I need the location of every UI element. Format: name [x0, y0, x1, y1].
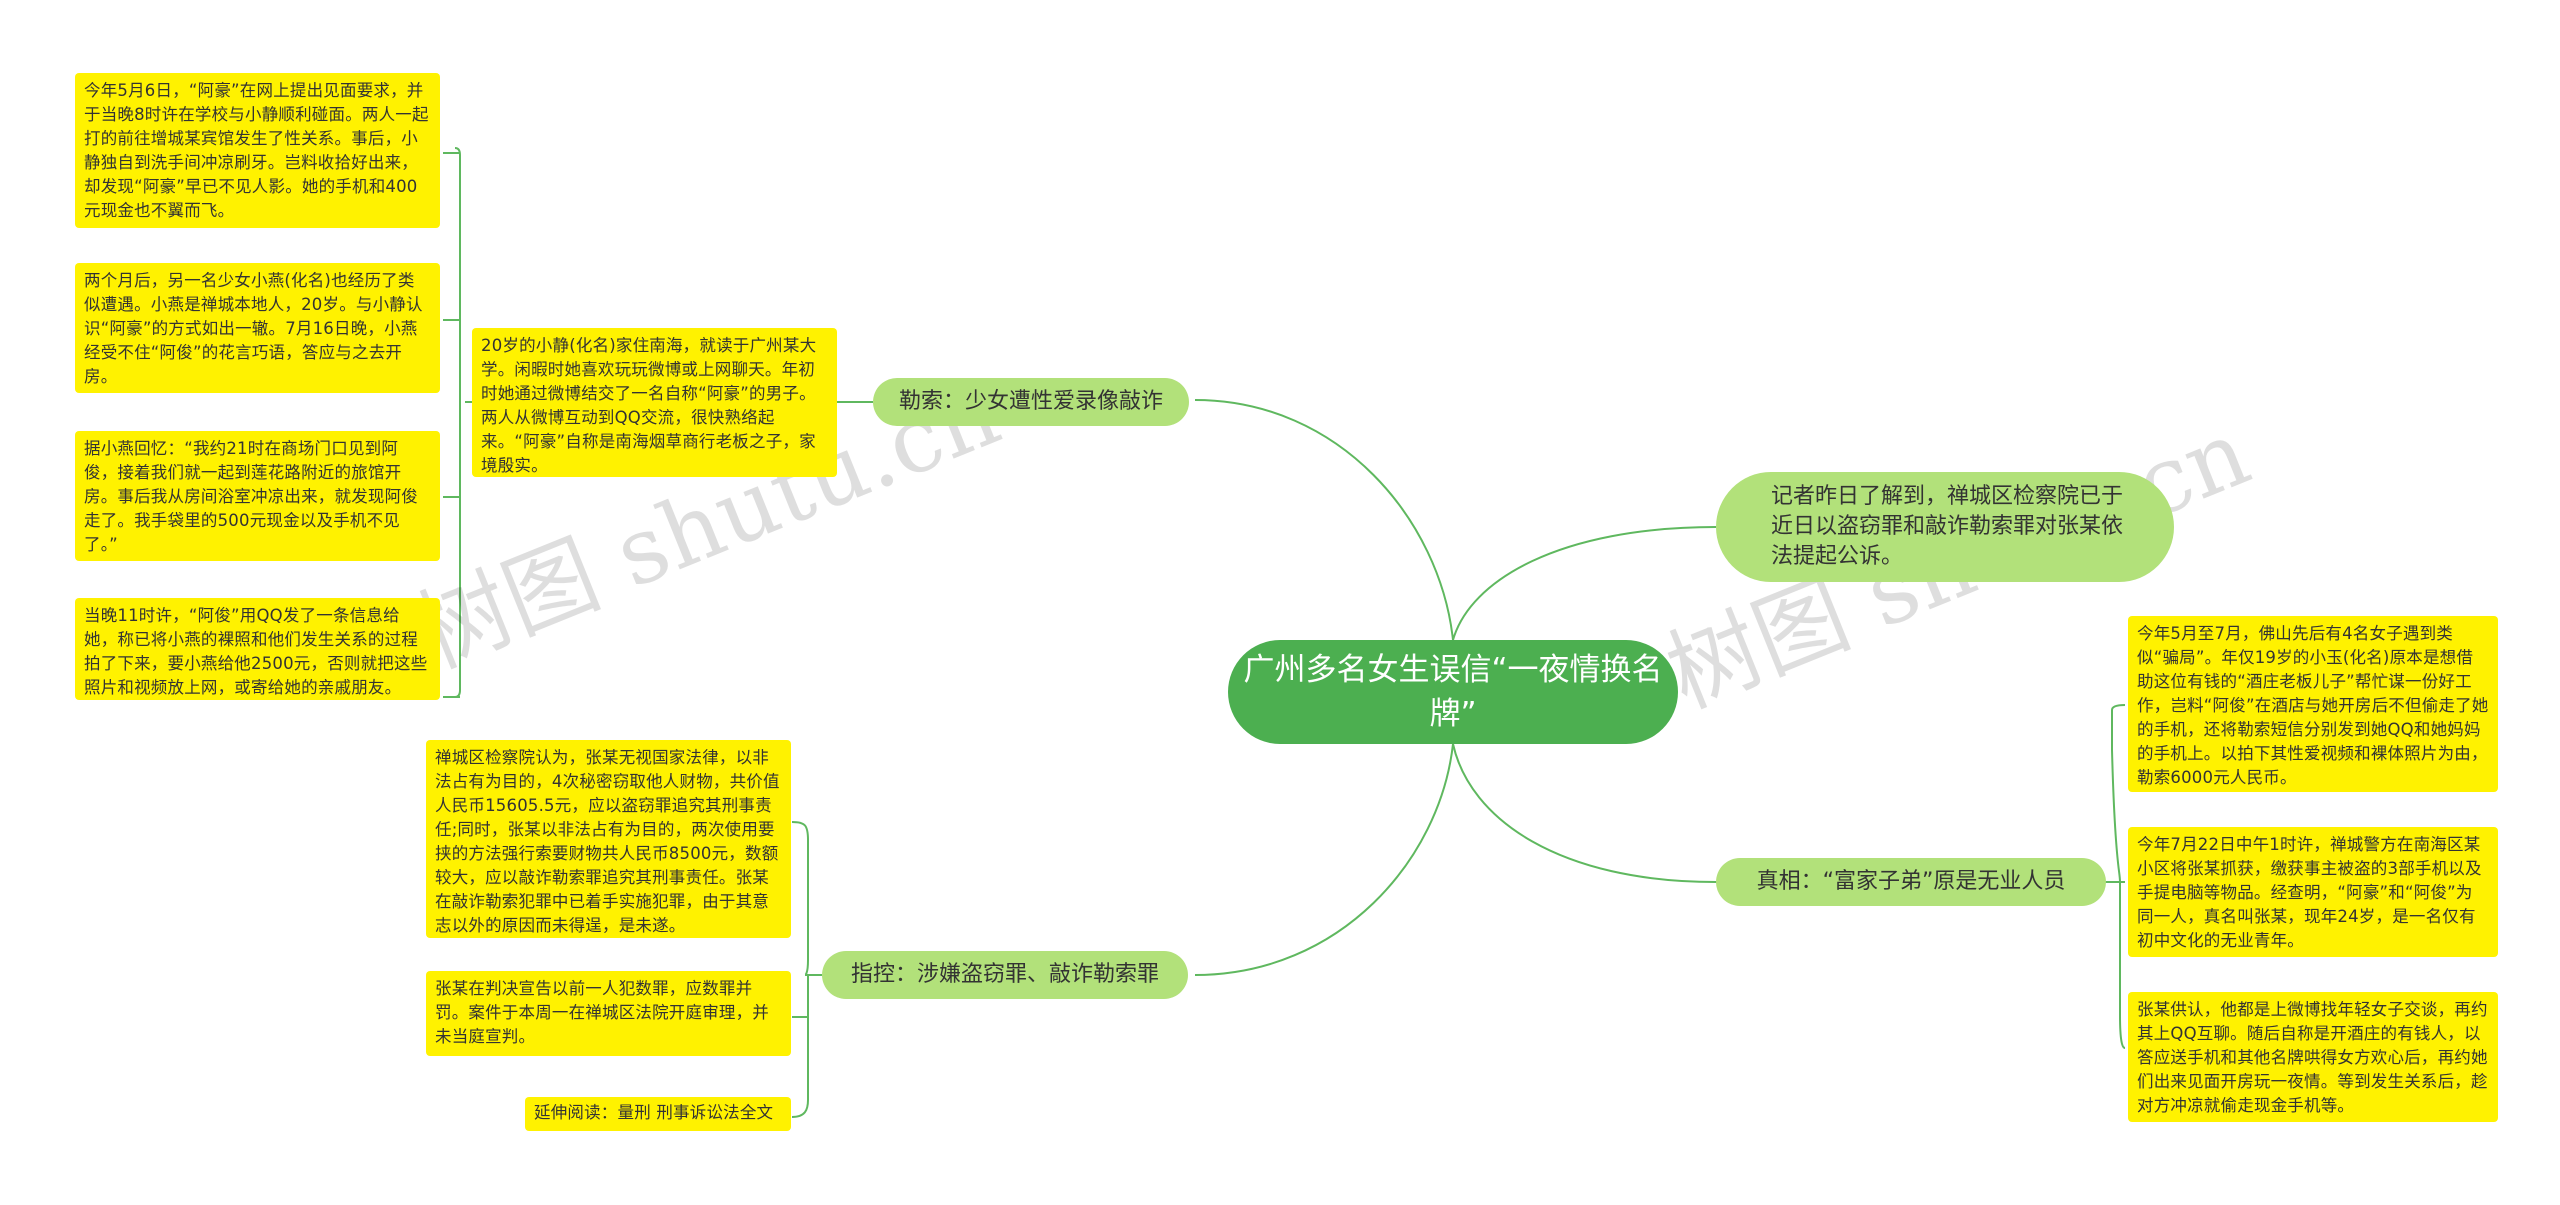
- branch-truth[interactable]: 真相：“富家子弟”原是无业人员: [1716, 858, 2106, 906]
- link-bracket-vertical: [454, 147, 462, 698]
- leaf-may6[interactable]: 今年5月6日，“阿豪”在网上提出见面要求，并于当晚8时许在学校与小静顺利碰面。两…: [75, 73, 440, 228]
- root-topic[interactable]: 广州多名女生误信“一夜情换名牌”: [1228, 640, 1678, 744]
- leaf-xiaoyan[interactable]: 两个月后，另一名少女小燕(化名)也经历了类似遭遇。小燕是禅城本地人，20岁。与小…: [75, 263, 440, 393]
- leaf-background[interactable]: 20岁的小静(化名)家住南海，就读于广州某大学。闲暇时她喜欢玩玩微博或上网聊天。…: [472, 328, 837, 477]
- leaf-reading[interactable]: 延伸阅读：量刑 刑事诉讼法全文: [525, 1097, 791, 1131]
- leaf-recall[interactable]: 据小燕回忆：“我约21时在商场门口见到阿俊，接着我们就一起到莲花路附近的旅馆开房…: [75, 431, 440, 561]
- link-root-charges: [1194, 743, 1454, 976]
- link-root-truth: [1452, 743, 1717, 883]
- branch-extortion[interactable]: 勒索：少女遭性爱录像敲诈: [873, 378, 1189, 426]
- branch-charges[interactable]: 指控：涉嫌盗窃罪、敲诈勒索罪: [822, 951, 1188, 999]
- branch-prosecution[interactable]: 记者昨日了解到，禅城区检察院已于近日以盗窃罪和敲诈勒索罪对张某依法提起公诉。: [1716, 472, 2174, 582]
- leaf-qq-threat[interactable]: 当晚11时许，“阿俊”用QQ发了一条信息给她，称已将小燕的裸照和他们发生关系的过…: [75, 598, 440, 700]
- leaf-indictment[interactable]: 禅城区检察院认为，张某无视国家法律，以非法占有为目的，4次秘密窃取他人财物，共价…: [426, 740, 791, 938]
- link-root-extortion: [1194, 399, 1454, 641]
- leaf-arrest[interactable]: 今年7月22日中午1时许，禅城警方在南海区某小区将张某抓获，缴获事主被盗的3部手…: [2128, 827, 2498, 957]
- leaf-may-july[interactable]: 今年5月至7月，佛山先后有4名女子遇到类似“骗局”。年仅19岁的小玉(化名)原本…: [2128, 616, 2498, 792]
- link-root-prosecution: [1452, 526, 1717, 641]
- link-charges-bracket: [791, 821, 822, 1118]
- leaf-confession[interactable]: 张某供认，他都是上微博找年轻女子交谈，再约其上QQ互聊。随后自称是开酒庄的有钱人…: [2128, 992, 2498, 1122]
- leaf-trial[interactable]: 张某在判决宣告以前一人犯数罪，应数罪并罚。案件于本周一在禅城区法院开庭审理，并未…: [426, 971, 791, 1056]
